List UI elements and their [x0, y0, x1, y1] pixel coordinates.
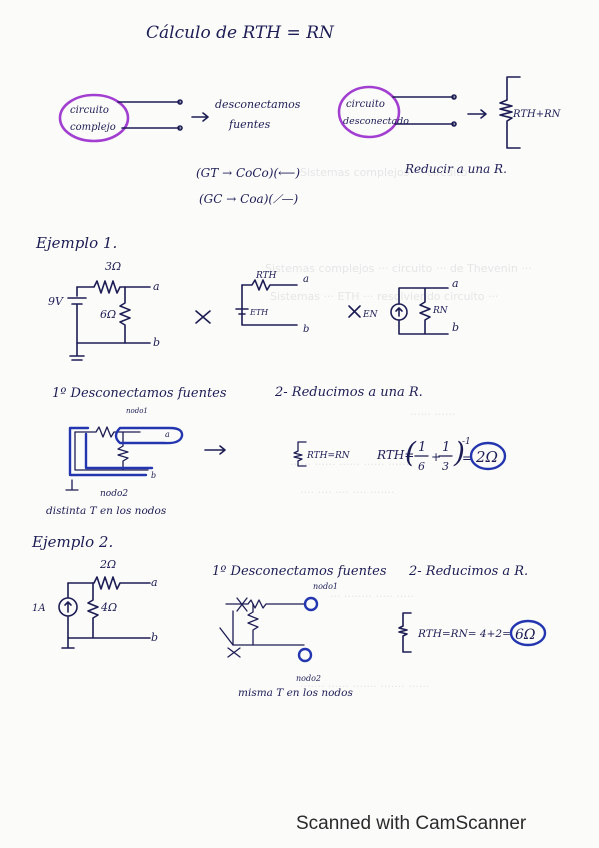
ej1-eth-label: ETH: [249, 308, 269, 317]
ej1-a2: a: [303, 274, 309, 285]
ej1-r2-label: 6Ω: [100, 308, 116, 321]
svg-text:······ ······: ······ ······: [410, 408, 455, 421]
arrow-text-2: fuentes: [228, 118, 271, 131]
ej2-step2: 2- Reducimos a R.: [408, 564, 528, 579]
x-icon: [195, 310, 211, 324]
ej1-note: distinta T en los nodos: [46, 505, 167, 517]
ej1-result: 2Ω: [475, 448, 498, 466]
ej1-f1n: 1: [418, 440, 426, 455]
svg-text:): ): [453, 436, 465, 469]
ej1-exp: -1: [462, 437, 471, 447]
ej1-b3: b: [452, 321, 459, 334]
current-source-icon: [58, 597, 78, 617]
ej1-nodo1: nodo1: [126, 407, 148, 415]
svg-text:(: (: [405, 436, 417, 469]
rule-2: (GC → Coa)(⟋—): [199, 192, 298, 206]
ej1-circuit: 3Ω 9V 6Ω a b RTH ETH a b EN RN a b: [48, 260, 459, 361]
ej1-en-label: EN: [362, 310, 379, 320]
svg-text:······ ······ ······ ······ ··: ······ ······ ······ ······ ······: [290, 458, 409, 471]
ej1-f1d: 6: [418, 460, 425, 473]
ej2-heading: Ejemplo 2.: [31, 533, 113, 551]
ej2-b: b: [151, 631, 158, 644]
arrow-icon: [191, 112, 209, 122]
svg-text:Sistemas complejos ··· circuit: Sistemas complejos ··· circuito ···: [300, 166, 481, 179]
ej1-step2-formula: RTH=RN RTH= ( 1 6 + 1 3 ) -1 = 2Ω: [293, 436, 507, 473]
svg-text:······· ······ ······· ·······: ······· ······ ······· ······· ······: [300, 680, 429, 693]
svg-text:+: +: [431, 450, 441, 464]
ej1-rn-label: RN: [432, 306, 449, 316]
box-circuito-complejo: [58, 93, 130, 143]
box1-line2: complejo: [70, 122, 116, 133]
resistor-icon: [499, 76, 521, 149]
ej2-result: 6Ω: [515, 627, 536, 643]
svg-text:Sistemas complejos ··· circuit: Sistemas complejos ··· circuito ··· de T…: [265, 262, 532, 275]
ej2-circuit: 2Ω 1A 4Ω a b: [32, 558, 158, 649]
page-title: Cálculo de RTH = RN: [146, 23, 335, 43]
box2-line1: circuito: [346, 99, 385, 110]
arrow-text-1: desconectamos: [215, 98, 301, 111]
ej2-step2-formula: RTH=RN= 4+2= 6Ω: [398, 612, 547, 653]
ej2-step1-circuit: nodo1 nodo2 misma T en los nodos: [219, 582, 353, 699]
bleed-through: Sistemas complejos ··· circuito ··· Sist…: [265, 166, 532, 693]
ej1-b4: b: [151, 471, 156, 480]
top-diagram: circuito complejo desconectamos fuentes …: [58, 76, 562, 206]
arrow-icon-2: [467, 109, 487, 119]
ej1-a3: a: [452, 277, 459, 290]
x-icon-2: [348, 305, 361, 318]
ej2-nodo1: nodo1: [313, 582, 338, 591]
ej1-step1: 1º Desconectamos fuentes: [52, 386, 227, 401]
ej1-result-circle: [469, 441, 507, 471]
ej1-r1-label: 3Ω: [105, 260, 121, 273]
ground-icon: [69, 342, 85, 361]
ej1-a: a: [153, 280, 160, 293]
ej1-f2n: 1: [442, 440, 450, 455]
rule-1: (GT → CoCo)(⟵): [196, 166, 300, 180]
ej2-i-label: 1A: [32, 603, 46, 614]
ej1-nodo2: nodo2: [100, 489, 128, 499]
ej2-nodo2: nodo2: [296, 674, 321, 683]
ej2-formula: RTH=RN= 4+2=: [417, 628, 511, 640]
ej1-f2d: 3: [442, 460, 449, 473]
resistor-label: RTH+RN: [512, 109, 562, 120]
svg-text:Sistemas ··· ETH ··· resolvien: Sistemas ··· ETH ··· resolviendo circuit…: [270, 290, 499, 303]
box-circuito-desconectado: [337, 85, 401, 139]
ej1-b: b: [153, 336, 160, 349]
ej2-result-circle: [509, 619, 547, 647]
ej1-a4: a: [165, 430, 170, 439]
scanner-watermark: Scanned with CamScanner: [296, 813, 527, 834]
svg-text:=: =: [462, 451, 472, 465]
battery-icon: [67, 286, 151, 344]
ej1-step1-circuit: nodo1 a b nodo2 distinta T en los nodos: [46, 407, 226, 517]
reduce-text: Reducir a una R.: [404, 162, 507, 176]
svg-text:···· ···· ···· ···· ·······: ···· ···· ···· ···· ·······: [300, 486, 394, 499]
ej1-rth-label: RTH: [255, 271, 277, 281]
box2-line2: desconectado: [343, 116, 409, 127]
ej1-heading: Ejemplo 1.: [35, 234, 117, 252]
ej2-step1: 1º Desconectamos fuentes: [212, 564, 387, 579]
ej2-a: a: [151, 576, 158, 589]
ej2-r2-label: 4Ω: [100, 601, 117, 614]
ej2-note: misma T en los nodos: [238, 687, 353, 699]
svg-text:··· ········ ····· ·····: ··· ········ ····· ·····: [330, 590, 414, 603]
ej2-r1-label: 2Ω: [99, 558, 116, 571]
ej1-b2: b: [303, 324, 309, 335]
ej1-v-label: 9V: [48, 295, 64, 308]
box1-line1: circuito: [70, 105, 109, 116]
ej1-rtn: RTH=RN: [306, 451, 351, 461]
ej1-step2: 2- Reducimos a una R.: [274, 385, 423, 400]
ej1-formula-lhs: RTH=: [376, 448, 414, 462]
